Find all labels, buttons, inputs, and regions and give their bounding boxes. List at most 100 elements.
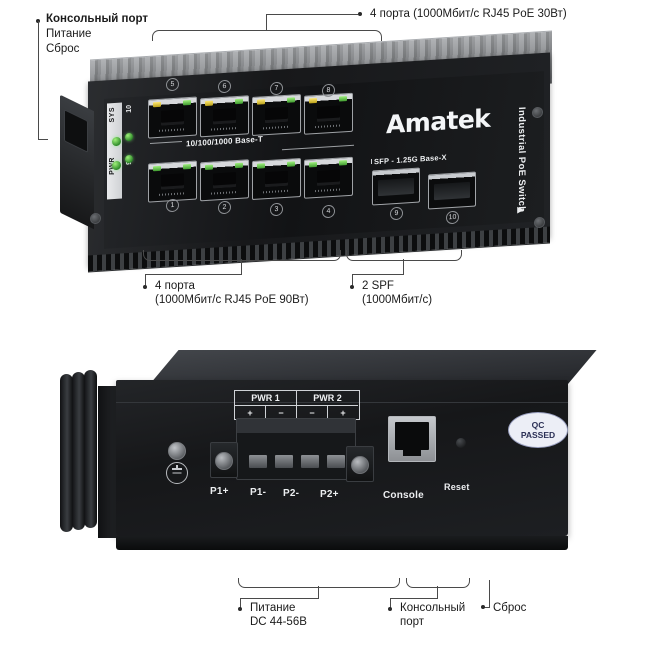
leader-rear-power-vert: [318, 586, 319, 598]
callout-bottom-left-line2: (1000Мбит/с RJ45 PoE 90Вт): [155, 294, 309, 306]
console-rj45-port[interactable]: [388, 416, 436, 462]
port-led-5-a: [153, 101, 161, 108]
din-rail-bracket: [58, 370, 104, 538]
port-led-3-a: [257, 163, 265, 169]
terminal-screw-left[interactable]: [215, 452, 233, 470]
led-label-sys: SYS: [109, 107, 116, 123]
rj45-port-6[interactable]: [200, 95, 249, 138]
ground-screw: [168, 442, 186, 460]
sfp-port-9[interactable]: [372, 167, 420, 206]
callout-rear-power-line2: DC 44-56В: [250, 616, 307, 628]
device-rear-view: PWR 1 PWR 2 + − − + P1+ P1- P2- P2+ Cons…: [58, 350, 597, 590]
bracket-top-ports: [152, 30, 382, 41]
port-led-2-a: [205, 164, 213, 171]
terminal-label-p2-plus: P2+: [320, 489, 339, 500]
bracket-rear-power: [238, 578, 400, 588]
terminal-label-p1-minus: P1-: [250, 487, 267, 498]
terminal-slot-4: [327, 455, 345, 468]
callout-dot-rear-power: [238, 607, 242, 611]
port-led-8-b: [339, 96, 347, 102]
callout-top-right-label: 4 порта (1000Мбит/с RJ45 PoE 30Вт): [370, 8, 567, 20]
bracket-bottom-sfp: [346, 250, 462, 261]
leader-rear-reset-horz: [483, 607, 490, 608]
port-led-5-b: [183, 99, 191, 106]
terminal-label-p1-plus: P1+: [210, 486, 229, 497]
callout-dot-rear-reset: [481, 605, 485, 609]
console-label: Console: [383, 490, 424, 501]
callout-top-left-line1: Консольный порт: [46, 13, 149, 25]
leader-line-top-right-horz: [266, 14, 358, 15]
qc-line1: QC: [531, 420, 545, 430]
leader-bottom-left-horz: [145, 274, 242, 275]
port-led-2-b: [235, 162, 243, 169]
leader-tick-top-left: [38, 139, 48, 140]
device-front-view: SYS PWR 10 9 5 6: [60, 30, 560, 275]
rj45-port-2[interactable]: [200, 159, 249, 202]
callout-top-left-line3: Сброс: [46, 43, 80, 55]
qc-line2: PASSED: [520, 430, 556, 440]
pwr2-polarity-minus: −: [297, 405, 328, 420]
leader-rear-power-drop: [240, 598, 241, 608]
leader-rear-console-drop: [390, 598, 391, 608]
leader-bottom-left-vert: [241, 259, 242, 274]
terminal-screw-right[interactable]: [351, 456, 369, 474]
rj45-port-4[interactable]: [304, 156, 353, 199]
led-number-10: 10: [126, 105, 133, 113]
leader-line-top-right-vert: [266, 14, 267, 31]
port-led-3-b: [287, 161, 295, 167]
earth-ground-icon: [166, 462, 188, 484]
callout-rear-console-line1: Консольный: [400, 602, 466, 614]
chassis-top-rear: [150, 350, 597, 384]
product-side-text: Industrial PoE Switch: [516, 106, 527, 213]
terminal-ear-right: [346, 446, 374, 482]
rj45-port-5[interactable]: [148, 96, 197, 139]
terminal-label-p2-minus: P2-: [283, 488, 300, 499]
reset-label: Reset: [444, 482, 470, 492]
bracket-bottom-rj45: [143, 250, 341, 261]
callout-bottom-left-line1: 4 порта: [155, 280, 195, 292]
callout-bottom-right-line1: 2 SPF: [362, 280, 394, 292]
port-led-1-b: [183, 163, 191, 170]
rj45-port-3[interactable]: [252, 157, 301, 201]
callout-rear-reset-label: Сброс: [493, 602, 527, 614]
terminal-slot-2: [275, 455, 293, 468]
port-led-1-a: [153, 165, 161, 172]
leader-rear-console-horz: [390, 598, 438, 599]
power-polarity-table: PWR 1 PWR 2 + − − +: [234, 390, 360, 420]
port-led-8-a: [309, 97, 317, 104]
callout-dot-bottom-left: [143, 285, 147, 289]
leader-rear-reset-vert: [489, 580, 490, 607]
port-led-7-b: [287, 97, 295, 103]
din-rail-fin-1: [60, 374, 73, 532]
chassis-side-rear: [98, 386, 120, 538]
leader-rear-power-horz: [240, 598, 319, 599]
din-rail-fin-3: [84, 370, 97, 528]
port-led-7-a: [257, 99, 265, 105]
terminal-slot-3: [301, 455, 319, 468]
pwr2-group-label: PWR 2: [313, 393, 342, 403]
sfp-rule-left: [371, 158, 372, 165]
qc-passed-badge: QC PASSED: [508, 412, 568, 448]
leader-bottom-right-drop: [352, 274, 353, 286]
side-text-marker: ▶: [516, 204, 525, 215]
leader-bottom-right-vert: [403, 259, 404, 274]
leader-line-top-left: [38, 21, 39, 139]
bracket-rear-console: [406, 578, 470, 588]
leader-bottom-right-horz: [352, 274, 404, 275]
rj45-port-7[interactable]: [252, 93, 301, 137]
leader-rear-console-vert: [437, 586, 438, 598]
port-led-6-a: [205, 100, 213, 107]
port-led-4-a: [309, 161, 317, 168]
callout-dot-rear-console: [388, 607, 392, 611]
din-rail-fin-2: [72, 372, 85, 530]
reset-button[interactable]: [456, 438, 466, 448]
callout-bottom-right-line2: (1000Мбит/с): [362, 294, 433, 306]
rj45-port-1[interactable]: [148, 160, 197, 203]
sfp-port-10[interactable]: [428, 171, 476, 210]
power-terminal-block[interactable]: [236, 418, 356, 480]
callout-rear-console-line2: порт: [400, 616, 425, 628]
pwr2-polarity-plus: +: [328, 405, 358, 420]
callout-rear-power-line1: Питание: [250, 602, 296, 614]
rj45-port-8[interactable]: [304, 92, 353, 135]
